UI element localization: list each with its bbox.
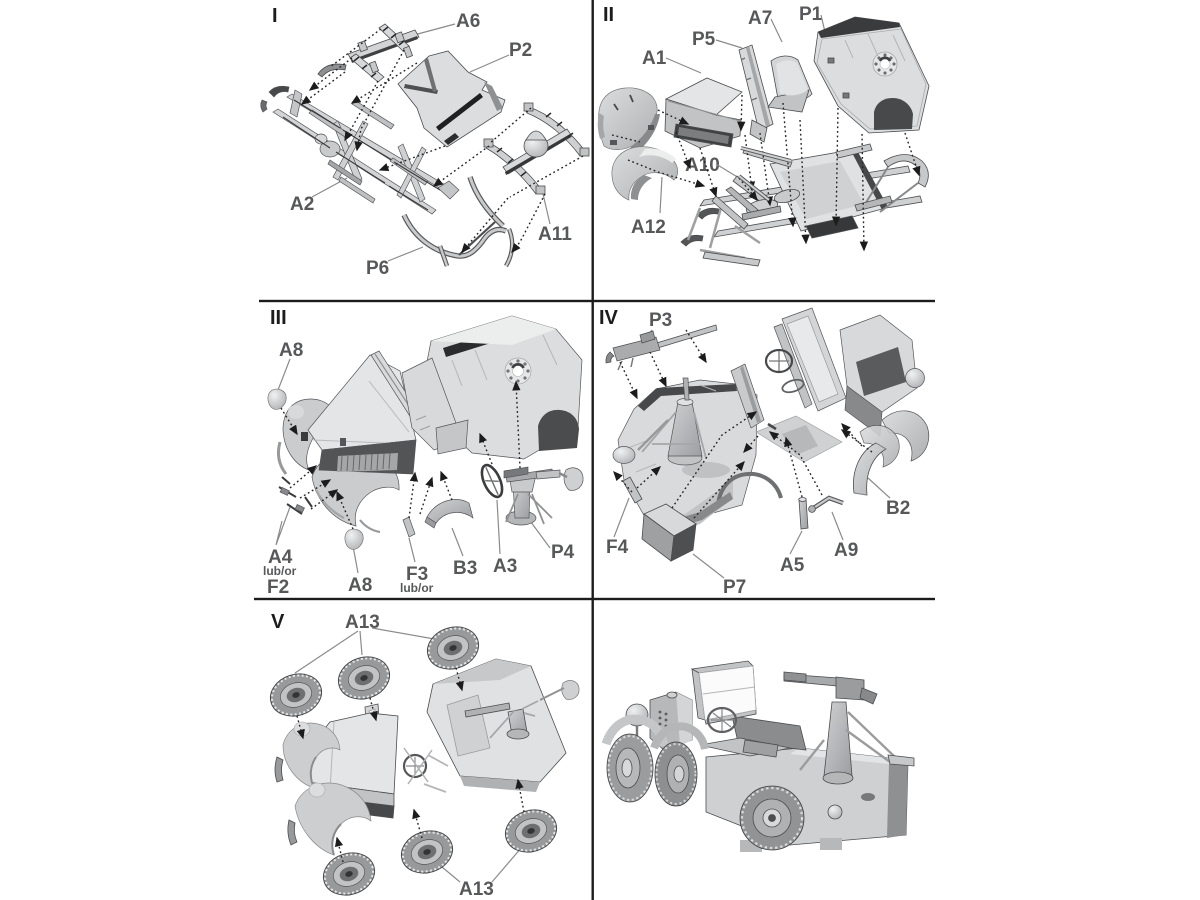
svg-text:A1: A1 [642, 48, 667, 69]
svg-text:A10: A10 [685, 155, 720, 176]
svg-text:A6: A6 [456, 11, 480, 32]
svg-text:A3: A3 [493, 556, 517, 577]
svg-text:A13: A13 [345, 612, 380, 633]
svg-text:F3: F3 [406, 564, 428, 585]
svg-text:A4: A4 [268, 547, 293, 568]
svg-text:P6: P6 [366, 258, 389, 279]
svg-text:B3: B3 [453, 558, 477, 579]
svg-text:lub/or: lub/or [400, 581, 434, 595]
svg-text:A9: A9 [834, 540, 858, 561]
svg-text:F4: F4 [606, 537, 629, 558]
svg-text:I: I [272, 5, 278, 27]
svg-text:A13: A13 [459, 879, 494, 900]
svg-text:P2: P2 [509, 40, 532, 61]
svg-text:A5: A5 [780, 555, 805, 576]
svg-text:P5: P5 [692, 29, 716, 50]
svg-text:A8: A8 [279, 340, 303, 361]
svg-text:III: III [270, 307, 287, 329]
svg-text:A8: A8 [348, 575, 372, 596]
svg-text:P1: P1 [799, 4, 823, 25]
svg-text:F2: F2 [267, 577, 289, 598]
svg-text:II: II [603, 4, 614, 26]
svg-text:B2: B2 [886, 498, 910, 519]
svg-text:lub/or: lub/or [263, 564, 297, 578]
svg-text:A11: A11 [538, 224, 572, 245]
svg-text:P3: P3 [649, 310, 672, 331]
svg-text:A12: A12 [631, 217, 666, 238]
svg-text:A7: A7 [748, 8, 772, 29]
svg-text:IV: IV [599, 307, 619, 329]
svg-text:P7: P7 [723, 577, 746, 598]
svg-text:V: V [271, 611, 285, 633]
svg-text:P4: P4 [551, 542, 575, 563]
svg-text:A2: A2 [290, 194, 314, 215]
